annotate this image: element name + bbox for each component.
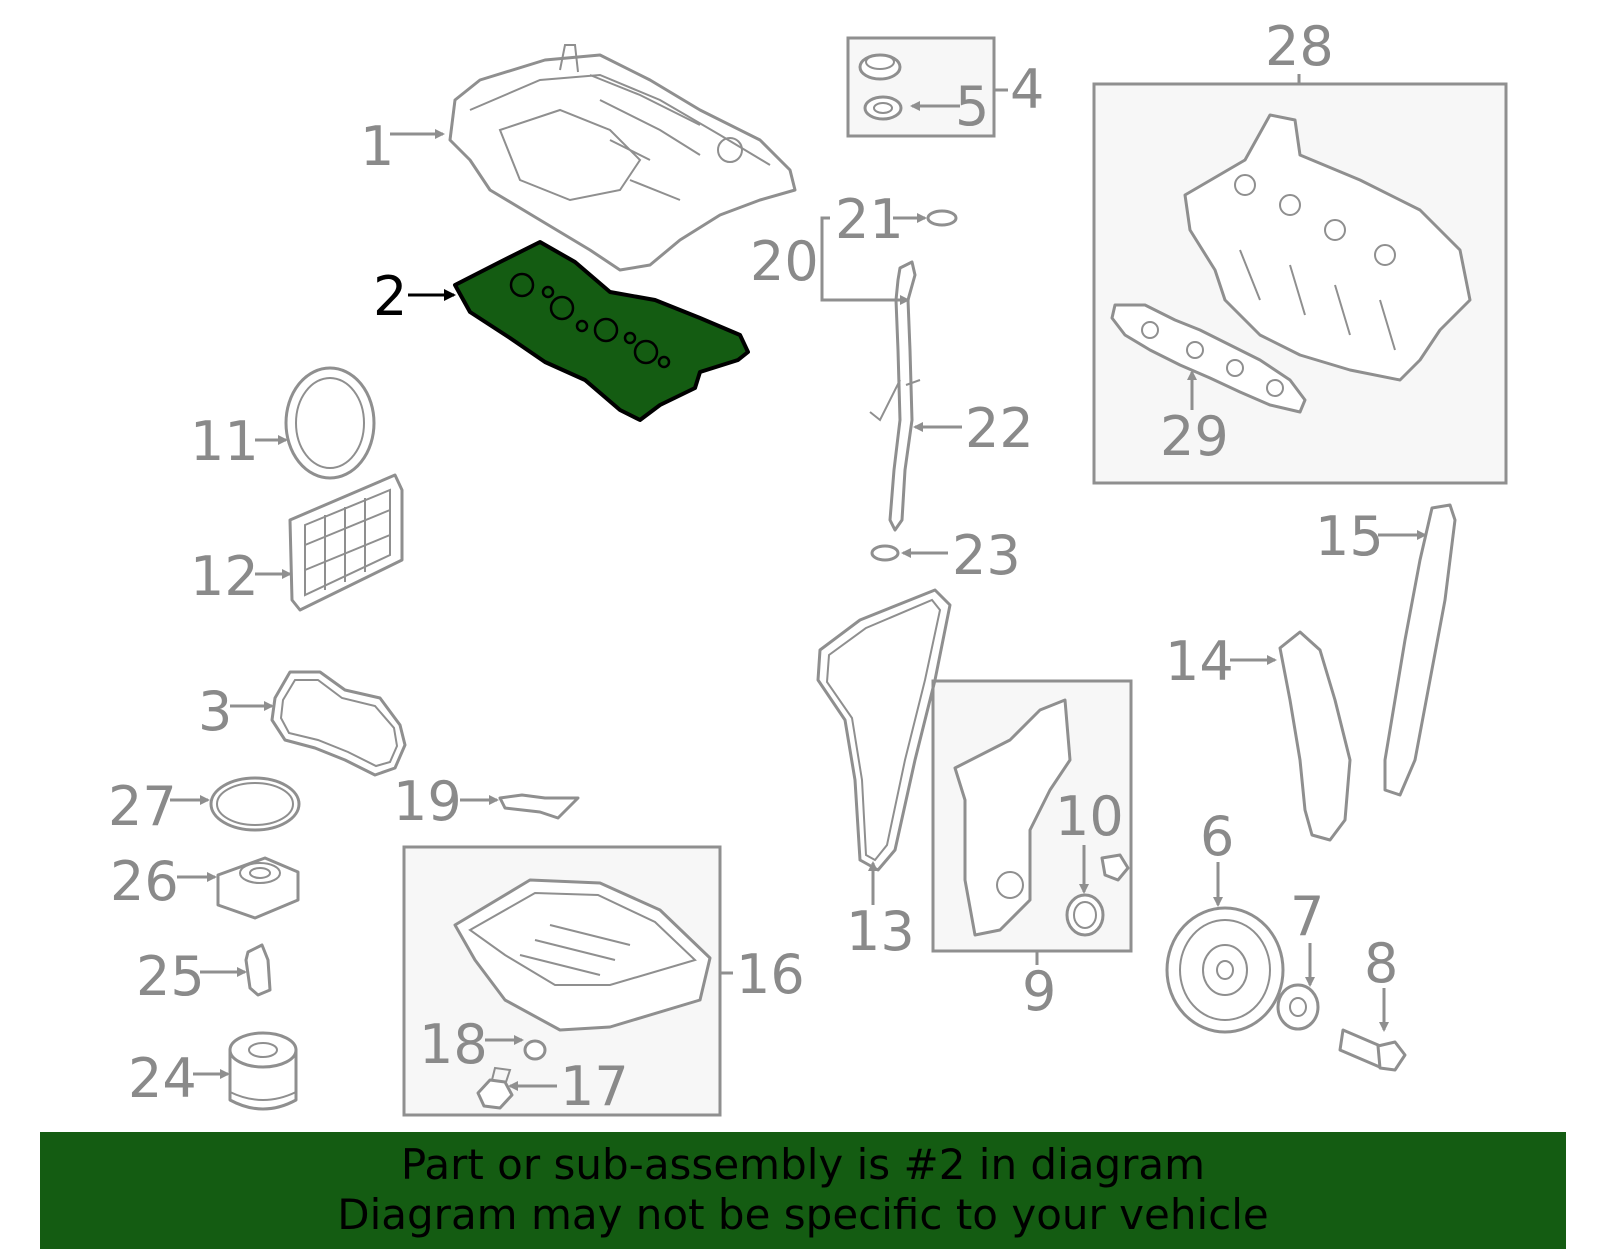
- callout-21: 21: [835, 188, 904, 251]
- part-17-drain-plug: [476, 1066, 514, 1110]
- part-9-timing-cover: [953, 698, 1072, 937]
- part-25-pressure-switch: [244, 943, 272, 997]
- part-7-washer: [1276, 983, 1320, 1031]
- part-10-seal: [1065, 853, 1130, 937]
- callout-24: 24: [128, 1047, 197, 1110]
- callout-17: 17: [560, 1055, 629, 1118]
- part-3-gasket: [270, 670, 407, 777]
- part-23-oring: [870, 544, 900, 562]
- part-27-oring: [209, 776, 301, 832]
- callout-19: 19: [393, 770, 462, 833]
- callout-26: 26: [110, 850, 179, 913]
- part-28-intake-manifold: [1183, 113, 1472, 382]
- callout-9: 9: [1022, 960, 1056, 1023]
- callout-23: 23: [952, 524, 1021, 587]
- callout-29: 29: [1160, 405, 1229, 468]
- callout-12: 12: [190, 545, 259, 608]
- leader-lines: [170, 74, 1427, 1091]
- callout-16: 16: [736, 943, 805, 1006]
- part-13-timing-chain: [816, 588, 952, 872]
- callout-25: 25: [136, 945, 205, 1008]
- part-11-crankshaft-seal: [284, 366, 376, 480]
- callout-2: 2: [373, 265, 407, 328]
- callout-4: 4: [1010, 58, 1044, 121]
- callout-5: 5: [955, 75, 989, 138]
- callout-7: 7: [1290, 885, 1324, 948]
- callout-11: 11: [190, 410, 259, 473]
- part-5-filler-cap-seal: [863, 95, 903, 121]
- banner-line-part-number: Part or sub-assembly is #2 in diagram: [400, 1140, 1206, 1189]
- part-24-oil-filter: [228, 1031, 298, 1111]
- part-19-sensor: [498, 793, 580, 820]
- part-16-oil-pan: [453, 878, 712, 1032]
- callout-15: 15: [1315, 505, 1384, 568]
- callout-28: 28: [1265, 15, 1334, 78]
- callout-20: 20: [750, 230, 819, 293]
- callout-14: 14: [1165, 630, 1234, 693]
- callout-10: 10: [1055, 785, 1124, 848]
- callout-13: 13: [846, 900, 915, 963]
- callout-8: 8: [1364, 932, 1398, 995]
- part-2-valve-cover-gasket: [453, 240, 750, 422]
- banner-line-disclaimer: Diagram may not be specific to your vehi…: [337, 1190, 1269, 1239]
- callout-3: 3: [198, 680, 232, 743]
- part-22-dipstick-tube: [869, 260, 921, 532]
- callout-18: 18: [419, 1013, 488, 1076]
- part-6-crankshaft-pulley: [1165, 906, 1285, 1034]
- part-14-chain-guide: [1278, 630, 1352, 842]
- callout-22: 22: [965, 397, 1034, 460]
- part-18-gasket: [523, 1039, 547, 1061]
- part-12-baffle-plate: [288, 473, 404, 612]
- part-21-oring: [926, 209, 958, 227]
- callout-27: 27: [108, 775, 177, 838]
- part-15-chain-tensioner-guide: [1383, 503, 1457, 797]
- callout-1: 1: [360, 115, 394, 178]
- info-banner: Part or sub-assembly is #2 in diagram Di…: [40, 1132, 1566, 1249]
- part-29-manifold-gasket: [1110, 303, 1307, 414]
- callout-labels: 1 2 4 5 28 29 21 20 22 23 11 12 3 27 19 …: [108, 15, 1398, 1118]
- part-26-oil-cooler: [216, 856, 300, 920]
- part-8-crankshaft-bolt: [1338, 1028, 1407, 1072]
- part-1-valve-cover: [448, 44, 797, 272]
- callout-6: 6: [1200, 805, 1234, 868]
- part-4-oil-filler-cap: [858, 53, 902, 81]
